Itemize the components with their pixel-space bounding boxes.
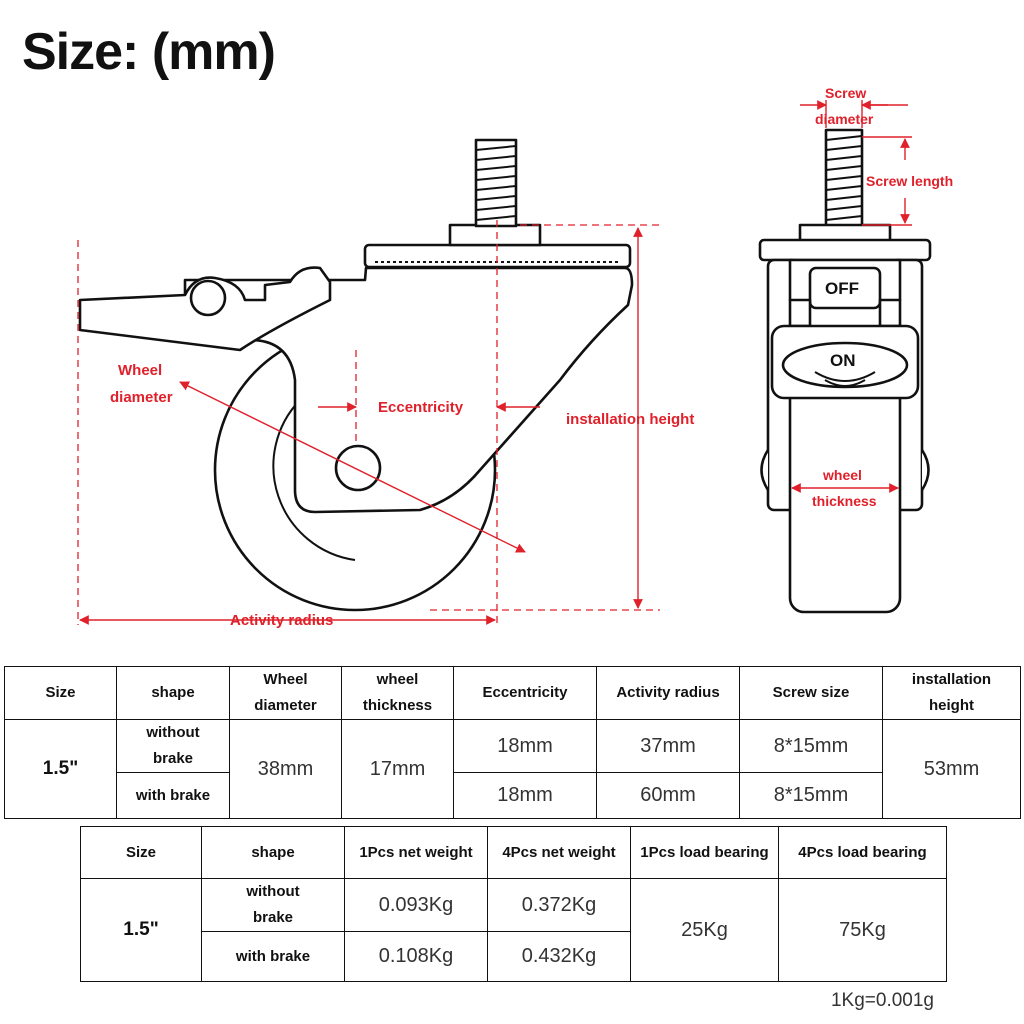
caster-diagram: Wheel diameter Eccentricity installation… [77,85,953,629]
table-row: with brake 0.108Kg 0.432Kg [81,931,947,982]
header-screw-size: Screw size [739,666,883,720]
cell-size: 1.5" [4,719,117,819]
front-nut [798,223,892,243]
cell-size: 1.5" [80,878,202,982]
header-shape: shape [116,666,230,720]
cell-shape-with-brake: with brake [201,931,345,982]
page-title: Size: (mm) [22,23,276,81]
on-label: ON [830,351,856,370]
header-net-weight-4pcs: 4Pcs net weight [487,826,631,879]
label-activity-radius: Activity radius [230,612,333,629]
label-eccentricity: Eccentricity [378,399,464,416]
label-wheel-diameter-2: diameter [110,389,173,406]
axle-hole [334,444,382,492]
off-tab [808,266,882,310]
front-view: OFF ON Screw diameter Screw length wheel… [758,85,953,614]
label-screw-diameter-2: diameter [815,111,874,127]
spec-table-weights: Size shape 1Pcs net weight 4Pcs net weig… [80,826,947,982]
cell-installation-height: 53mm [882,719,1021,819]
front-plate [758,238,932,262]
cell-load-bearing-4pcs: 75Kg [778,878,947,982]
label-wheel-thickness-2: thickness [812,493,877,509]
unit-note: 1Kg=0.001g [830,990,934,1011]
header-activity-radius: Activity radius [596,666,740,720]
header-load-bearing-1pcs: 1Pcs load bearing [630,826,779,879]
header-size: Size [80,826,202,879]
label-screw-diameter-1: Screw [825,85,866,101]
label-installation-height: installation height [566,411,694,428]
label-wheel-diameter-1: Wheel [118,362,162,379]
cell-load-bearing-1pcs: 25Kg [630,878,779,982]
cell-activity-radius: 60mm [596,772,740,819]
cell-net-weight-4pcs: 0.432Kg [487,931,631,982]
cell-wheel-diameter: 38mm [229,719,342,819]
side-view: Wheel diameter Eccentricity installation… [77,138,694,629]
brake-pivot [189,279,227,317]
cell-net-weight-1pcs: 0.108Kg [344,931,488,982]
label-screw-length: Screw length [866,173,953,189]
cell-wheel-thickness: 17mm [341,719,454,819]
label-wheel-thickness-1: wheel [822,467,862,483]
off-label: OFF [825,279,859,298]
header-eccentricity: Eccentricity [453,666,597,720]
cell-eccentricity: 18mm [453,719,597,773]
table-row: with brake 18mm 60mm 8*15mm [5,772,1021,819]
header-size: Size [4,666,117,720]
cell-eccentricity: 18mm [453,772,597,819]
cell-screw-size: 8*15mm [739,772,883,819]
cell-activity-radius: 37mm [596,719,740,773]
header-load-bearing-4pcs: 4Pcs load bearing [778,826,947,879]
cell-net-weight-4pcs: 0.372Kg [487,878,631,932]
header-net-weight-1pcs: 1Pcs net weight [344,826,488,879]
nut [448,223,542,247]
cell-screw-size: 8*15mm [739,719,883,773]
screw-stem [474,138,518,228]
cell-shape-with-brake: with brake [116,772,230,819]
cell-net-weight-1pcs: 0.093Kg [344,878,488,932]
header-shape: shape [201,826,345,879]
